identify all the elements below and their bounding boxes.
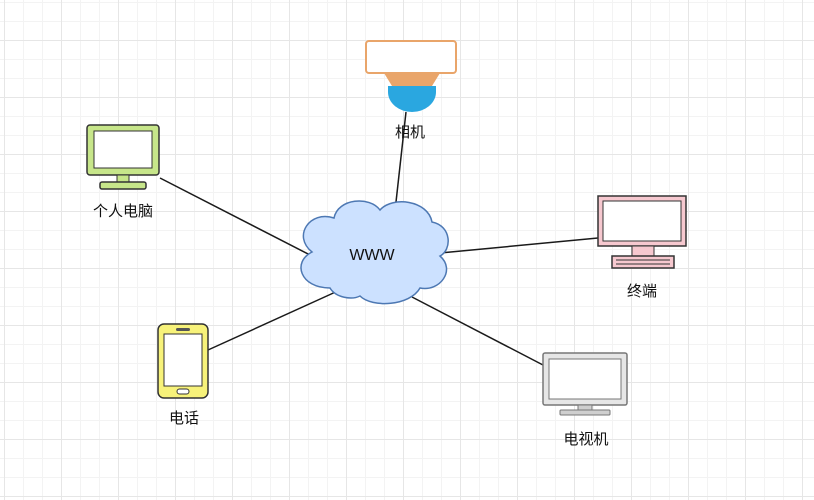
- terminal-label: 终端: [626, 282, 658, 300]
- terminal-icon[interactable]: [597, 195, 687, 269]
- tv-label: 电视机: [563, 430, 609, 448]
- www-cloud[interactable]: WWW: [300, 200, 449, 305]
- edge-cloud-phone[interactable]: [207, 289, 341, 351]
- pc-icon[interactable]: [86, 124, 160, 190]
- camera-icon[interactable]: [365, 40, 457, 112]
- edge-cloud-terminal[interactable]: [439, 237, 599, 254]
- edge-cloud-tv[interactable]: [411, 296, 544, 366]
- cloud-label: WWW: [349, 247, 395, 264]
- camera-label: 相机: [394, 123, 426, 141]
- phone-icon[interactable]: [157, 323, 209, 399]
- phone-label: 电话: [168, 409, 200, 427]
- tv-icon[interactable]: [542, 352, 628, 416]
- pc-label: 个人电脑: [92, 202, 154, 220]
- edge-cloud-pc[interactable]: [159, 177, 313, 257]
